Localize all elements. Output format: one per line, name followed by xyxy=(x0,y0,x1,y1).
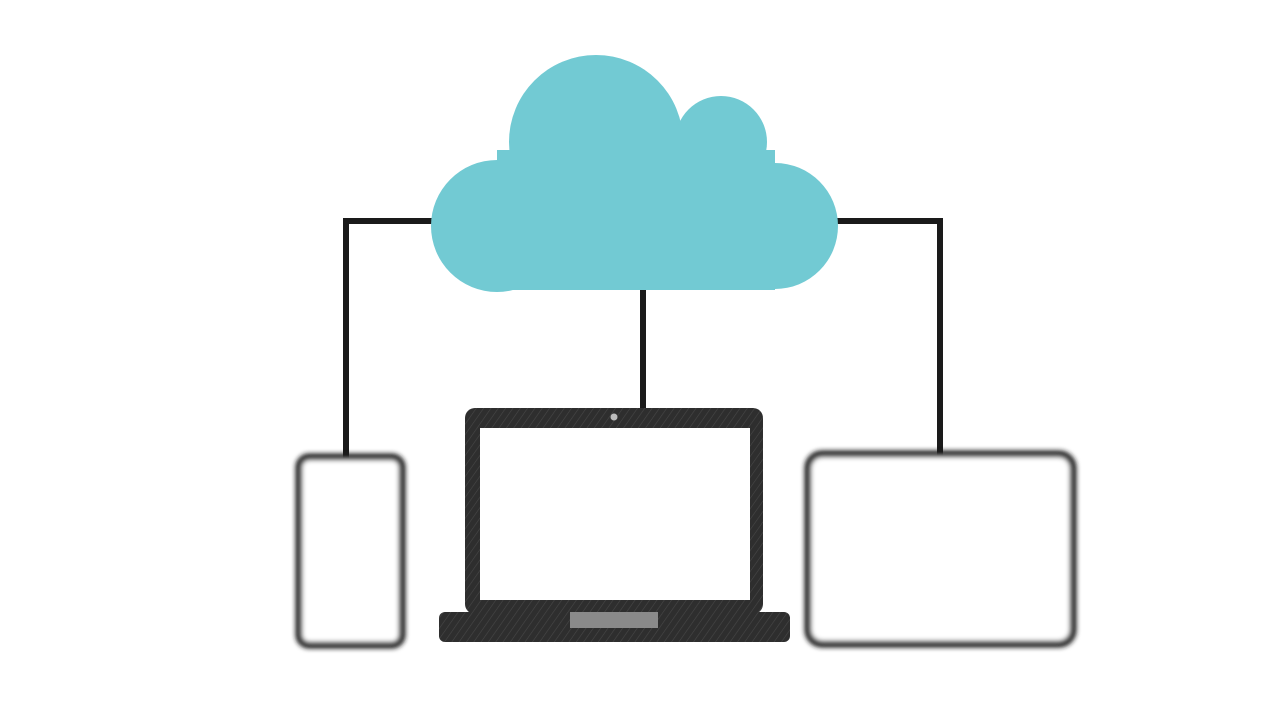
smartphone-icon xyxy=(295,453,406,649)
connector-left xyxy=(343,218,435,459)
tablet-icon xyxy=(804,450,1077,648)
connector-lines xyxy=(343,218,943,459)
webcam-icon xyxy=(610,413,618,421)
cloud-icon xyxy=(431,55,838,292)
laptop-icon xyxy=(439,408,790,642)
trackpad xyxy=(570,612,658,628)
connector-right xyxy=(833,218,943,456)
